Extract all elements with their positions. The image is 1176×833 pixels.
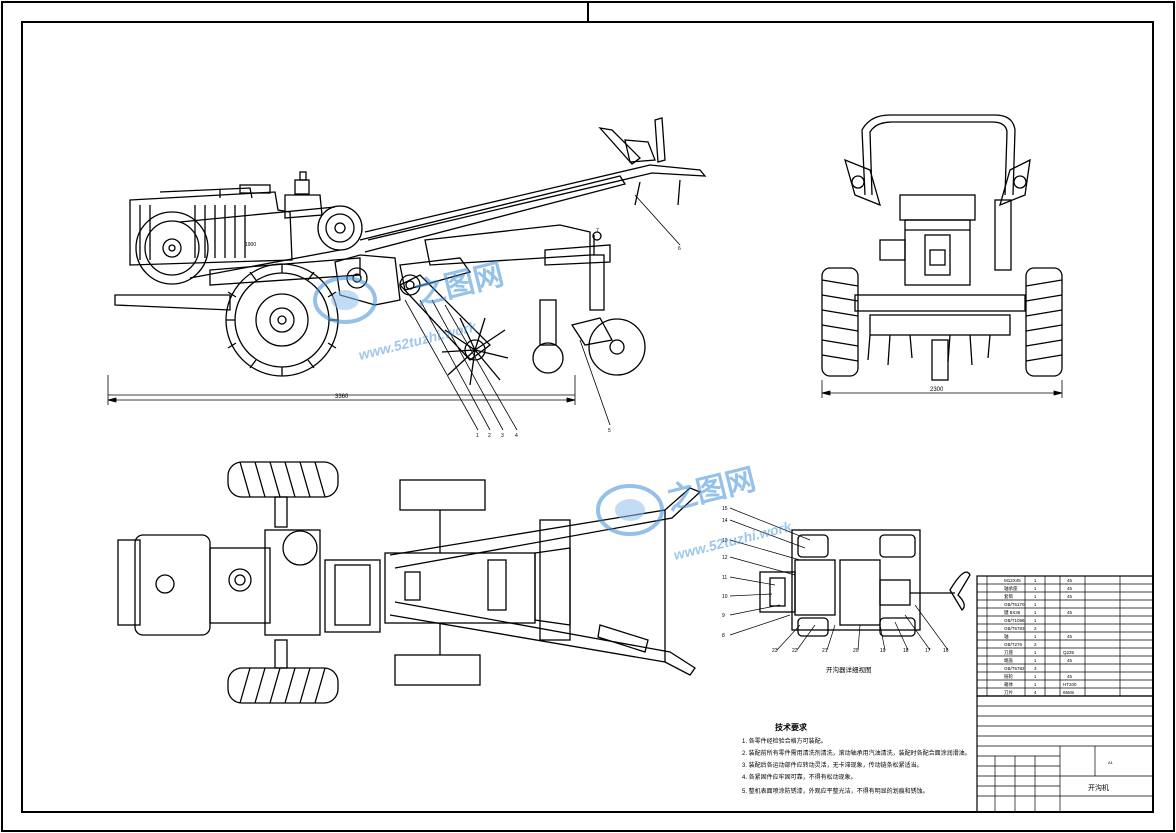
balloon: 5 — [608, 428, 611, 434]
balloon: 13 — [722, 538, 728, 544]
balloon: 21 — [822, 648, 828, 654]
balloon: 2 — [488, 433, 491, 439]
balloon: 20 — [853, 648, 859, 654]
part-name: 键 8X36 — [1004, 609, 1021, 616]
part-qty: 2 — [1034, 626, 1037, 631]
part-qty: 1 — [1034, 618, 1037, 623]
parts-list-rows: M12X45 1 45 轴承座 1 45 套筒 1 45 GB/T6170 1 … — [1004, 578, 1077, 696]
balloon: 11 — [722, 575, 727, 581]
part-qty: 1 — [1034, 578, 1037, 583]
part-qty: 4 — [1034, 690, 1037, 695]
detail-balloons-bottom: 23 22 21 20 19 18 17 16 — [772, 648, 949, 654]
side-view — [108, 117, 707, 431]
watermark-brand: 之图网 — [663, 462, 759, 517]
side-view-length-dimension: 3360 — [335, 394, 349, 400]
requirement-item: 4. 各紧固件应牢固可靠，不得有松动现象。 — [742, 773, 857, 781]
part-qty: 1 — [1034, 634, 1037, 639]
balloon: 23 — [772, 648, 778, 654]
part-material: 45 — [1067, 586, 1073, 591]
balloon: 10 — [722, 594, 728, 600]
part-qty: 1 — [1034, 602, 1037, 607]
title-block — [976, 695, 1154, 813]
balloon: 8 — [722, 633, 725, 639]
balloon: 9 — [722, 613, 725, 619]
part-name: 刀座 — [1004, 649, 1013, 656]
part-material: 65Mn — [1063, 690, 1075, 695]
part-name: GB/T1096 — [1004, 618, 1025, 623]
front-view — [821, 114, 1063, 381]
part-qty: 1 — [1034, 594, 1037, 599]
top-view — [117, 461, 702, 704]
part-qty: 1 — [1034, 674, 1037, 679]
part-name: 箱体 — [1004, 681, 1013, 688]
balloon: 16 — [943, 648, 949, 654]
balloon: 14 — [722, 518, 728, 524]
balloon: 15 — [722, 506, 728, 512]
part-qty: 1 — [1034, 586, 1037, 591]
part-name: 轴 — [1004, 633, 1009, 640]
balloon: 22 — [792, 648, 798, 654]
detail-view — [729, 507, 971, 651]
technical-requirements: 技术要求 1. 各零件经检验合格方可装配。 2. 装配前所有零件需用清洗剂清洗，… — [742, 722, 971, 795]
side-view-dimension — [107, 375, 576, 405]
balloon: 1 — [476, 433, 479, 439]
part-material: 45 — [1067, 674, 1073, 679]
technical-requirements-heading: 技术要求 — [775, 722, 808, 732]
part-name: 端盖 — [1004, 657, 1013, 664]
part-name: 套筒 — [1004, 593, 1013, 600]
requirement-item: 1. 各零件经检验合格方可装配。 — [742, 737, 827, 745]
part-material: Q235 — [1063, 650, 1075, 655]
requirement-item: 2. 装配前所有零件需用清洗剂清洗，滚动轴承用汽油清洗，装配时各配合面涂润滑油。 — [742, 749, 971, 757]
parts-list — [976, 575, 1154, 697]
part-name: GB/T5783 — [1004, 626, 1025, 631]
part-material: 45 — [1067, 578, 1073, 583]
part-name: 链轮 — [1004, 673, 1013, 680]
watermark-brand: 之图网 — [411, 257, 507, 312]
part-qty: 1 — [1034, 610, 1037, 615]
requirement-item: 3. 装配后各运动部件应转动灵活，无卡滞现象，传动链条松紧适当。 — [742, 761, 923, 769]
part-material: 45 — [1067, 610, 1073, 615]
balloon: 7 — [596, 228, 599, 234]
part-name: 刀片 — [1004, 689, 1013, 696]
part-name: GB/T6170 — [1004, 602, 1025, 607]
detail-balloons-left: 15 14 13 12 11 10 9 8 — [722, 506, 728, 639]
part-name: 轴承座 — [1004, 585, 1018, 592]
part-qty: 1 — [1034, 650, 1037, 655]
part-qty: 1 — [1034, 658, 1037, 663]
detail-view-caption: 开沟器详细视图 — [826, 665, 872, 674]
part-qty: 3 — [1034, 666, 1037, 671]
engine-nameplate: 1900 — [245, 242, 256, 248]
part-qty: 1 — [1034, 682, 1037, 687]
balloon: 19 — [880, 648, 886, 654]
balloon: 3 — [501, 433, 504, 439]
part-name: M12X45 — [1004, 578, 1021, 583]
balloon: 6 — [678, 246, 681, 252]
part-qty: 2 — [1034, 642, 1037, 647]
front-view-width-dimension: 2300 — [930, 387, 944, 393]
balloon: 17 — [925, 648, 931, 654]
balloon: 12 — [722, 555, 728, 561]
balloon: 4 — [515, 433, 518, 439]
front-view-dimension — [821, 380, 1063, 398]
part-material: 45 — [1067, 658, 1073, 663]
watermark-logo — [313, 276, 664, 536]
side-view-balloons: 1 2 3 4 5 6 7 — [476, 228, 681, 439]
revision-note: A1 — [1108, 760, 1114, 765]
part-material: 45 — [1067, 594, 1073, 599]
part-name: GB/T276 — [1004, 642, 1023, 647]
drawing-name: 开沟机 — [1088, 783, 1109, 792]
part-material: HT200 — [1063, 682, 1077, 687]
balloon: 18 — [903, 648, 909, 654]
part-name: GB/T5782 — [1004, 666, 1025, 671]
part-material: 45 — [1067, 634, 1073, 639]
requirement-item: 5. 整机表面喷涂防锈漆，外观应平整光洁，不得有明显的划痕和锈蚀。 — [742, 787, 929, 795]
watermark-url: www.52tuzhi.work — [672, 518, 794, 563]
